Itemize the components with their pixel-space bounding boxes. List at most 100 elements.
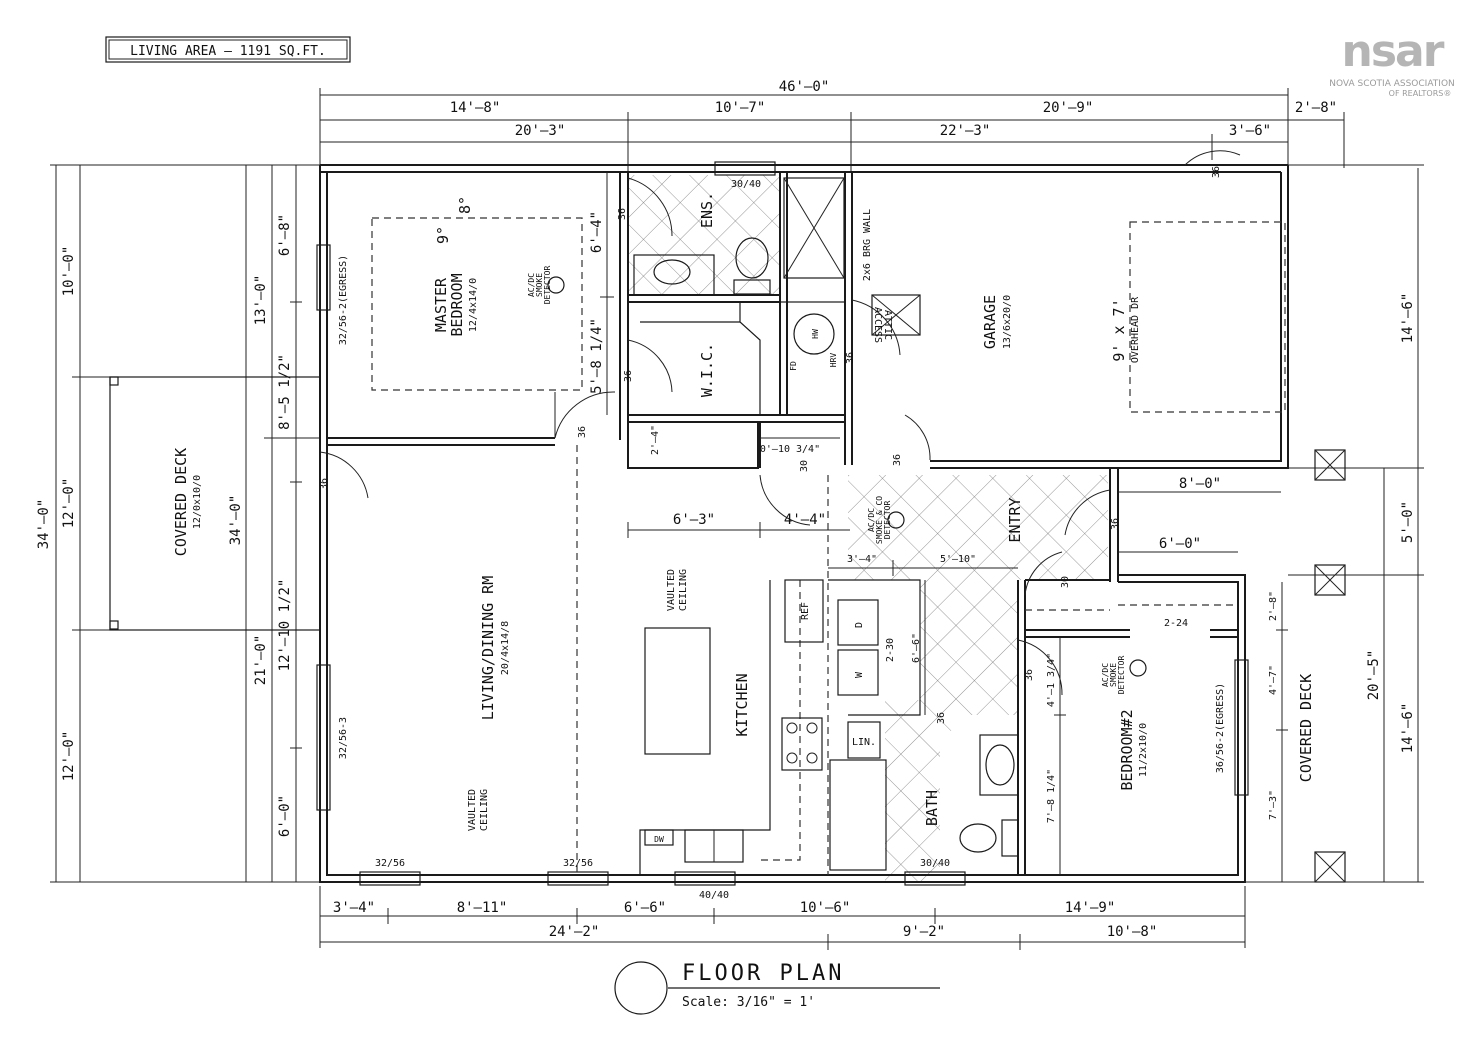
- svg-text:14'–6": 14'–6": [1400, 293, 1416, 344]
- svg-text:6'–6": 6'–6": [624, 900, 666, 916]
- svg-text:FLOOR PLAN: FLOOR PLAN: [682, 961, 844, 986]
- svg-text:2x6 BRG WALL: 2x6 BRG WALL: [862, 209, 873, 281]
- svg-text:34'–0": 34'–0": [228, 495, 244, 546]
- svg-text:32/56-2(EGRESS): 32/56-2(EGRESS): [338, 255, 349, 345]
- svg-text:32/56: 32/56: [375, 858, 405, 869]
- svg-text:36: 36: [577, 426, 588, 438]
- svg-text:HRV: HRV: [829, 353, 838, 368]
- svg-text:14'–9": 14'–9": [1065, 900, 1116, 916]
- interior-walls: [327, 172, 1238, 875]
- svg-text:10'–6": 10'–6": [800, 900, 851, 916]
- svg-text:12'–0": 12'–0": [61, 478, 77, 529]
- svg-text:2'–4": 2'–4": [650, 425, 661, 455]
- svg-text:D: D: [854, 622, 865, 628]
- svg-text:2'–8": 2'–8": [1268, 591, 1279, 621]
- svg-text:10'–8": 10'–8": [1107, 924, 1158, 940]
- svg-text:13'–0": 13'–0": [253, 275, 269, 326]
- overhead-door-outline: [1129, 221, 1286, 413]
- svg-text:10'–0": 10'–0": [61, 246, 77, 297]
- svg-text:2-30: 2-30: [885, 638, 896, 662]
- room-labels: MASTER BEDROOM 12/4x14/0 9° 8° ENS. W.I.…: [432, 192, 1315, 844]
- svg-text:VAULTED: VAULTED: [467, 789, 478, 831]
- svg-text:6'–3": 6'–3": [673, 512, 715, 528]
- svg-text:DETECTOR: DETECTOR: [883, 501, 892, 540]
- svg-text:20/4x14/8: 20/4x14/8: [500, 621, 511, 675]
- right-dimensions: 14'–6" 5'–0" 14'–6" 20'–5" 2'–8" 4'–7" 7…: [1245, 164, 1424, 883]
- svg-text:20'–3": 20'–3": [515, 123, 566, 139]
- top-dimensions: 46'–0" 14'–8" 10'–7" 20'–9" 2'–8" 20'–3"…: [319, 79, 1345, 172]
- svg-text:ACCESS: ACCESS: [872, 307, 883, 343]
- entry-bath-floor: [848, 475, 1108, 882]
- plan-title: FLOOR PLAN Scale: 3/16" = 1': [614, 961, 940, 1015]
- svg-text:CEILING: CEILING: [479, 789, 490, 831]
- svg-text:30: 30: [799, 460, 810, 472]
- svg-text:36: 36: [319, 478, 330, 490]
- svg-text:Scale: 3/16" = 1': Scale: 3/16" = 1': [682, 995, 815, 1010]
- svg-text:36/56-2(EGRESS): 36/56-2(EGRESS): [1215, 683, 1226, 773]
- svg-text:VAULTED: VAULTED: [666, 569, 677, 611]
- svg-text:9°: 9°: [434, 226, 452, 244]
- svg-text:AC/DC: AC/DC: [527, 273, 536, 297]
- bed-outline: [371, 217, 583, 391]
- svg-text:COVERED DECK: COVERED DECK: [172, 448, 190, 556]
- svg-text:30/40: 30/40: [731, 179, 761, 190]
- opening-labels: 32/56-2(EGRESS) 32/56-3 32/56 32/56 40/4…: [319, 166, 1226, 901]
- svg-text:32/56: 32/56: [563, 858, 593, 869]
- svg-text:4'–4": 4'–4": [784, 512, 826, 528]
- left-dimensions: 34'–0" 10'–0" 12'–0" 12'–0" 34'–0" 13'–0…: [36, 164, 320, 883]
- svg-text:30: 30: [1060, 576, 1071, 588]
- svg-text:DETECTOR: DETECTOR: [1117, 656, 1126, 695]
- svg-text:5'–10": 5'–10": [940, 554, 976, 565]
- svg-text:20'–5": 20'–5": [1366, 650, 1382, 701]
- svg-text:8'–5 1/2": 8'–5 1/2": [277, 354, 293, 430]
- nsar-logo: nsar NOVA SCOTIA ASSOCIATION OF REALTORS…: [1329, 26, 1455, 98]
- svg-text:30/40: 30/40: [920, 858, 950, 869]
- svg-text:3'–6": 3'–6": [1229, 123, 1271, 139]
- svg-text:40/40: 40/40: [699, 890, 729, 901]
- svg-text:36: 36: [1110, 518, 1121, 530]
- svg-text:34'–0": 34'–0": [36, 499, 52, 550]
- svg-text:36: 36: [845, 352, 856, 364]
- svg-text:2-24: 2-24: [1164, 618, 1188, 629]
- svg-text:OF REALTORS®: OF REALTORS®: [1389, 89, 1452, 98]
- svg-text:8°: 8°: [456, 196, 474, 214]
- svg-text:12/0x10/0: 12/0x10/0: [192, 475, 203, 529]
- svg-text:LIN.: LIN.: [852, 737, 876, 748]
- svg-text:20'–9": 20'–9": [1043, 100, 1094, 116]
- svg-text:0'–10 3/4": 0'–10 3/4": [760, 444, 820, 455]
- svg-text:3'–4": 3'–4": [847, 554, 877, 565]
- svg-text:OVERHEAD DR: OVERHEAD DR: [1130, 296, 1141, 363]
- svg-text:FD: FD: [789, 361, 798, 371]
- svg-text:4'–1 3/4": 4'–1 3/4": [1046, 653, 1057, 707]
- svg-text:7'–3": 7'–3": [1268, 790, 1279, 820]
- svg-text:nsar: nsar: [1342, 26, 1445, 77]
- svg-text:7'–8 1/4": 7'–8 1/4": [1046, 769, 1057, 823]
- svg-text:14'–6": 14'–6": [1400, 703, 1416, 754]
- svg-text:36: 36: [623, 370, 634, 382]
- svg-text:AC/DC: AC/DC: [1101, 663, 1110, 687]
- fixtures: [547, 177, 1346, 883]
- svg-text:6'–4": 6'–4": [589, 211, 605, 253]
- svg-text:SMOKE & CO: SMOKE & CO: [875, 496, 884, 544]
- svg-text:W.I.C.: W.I.C.: [698, 343, 716, 397]
- svg-text:DETECTOR: DETECTOR: [543, 266, 552, 305]
- svg-text:BEDROOM#2: BEDROOM#2: [1118, 709, 1136, 790]
- svg-text:12'–10 1/2": 12'–10 1/2": [277, 579, 293, 672]
- svg-text:GARAGE: GARAGE: [981, 295, 999, 349]
- ensuite-floor: [628, 175, 780, 295]
- svg-text:32/56-3: 32/56-3: [338, 717, 349, 759]
- svg-text:13/6x20/0: 13/6x20/0: [1002, 295, 1013, 349]
- svg-text:CEILING: CEILING: [678, 569, 689, 611]
- svg-text:14'–8": 14'–8": [450, 100, 501, 116]
- bottom-dimensions: 3'–4" 8'–11" 6'–6" 10'–6" 14'–9" 24'–2" …: [319, 886, 1246, 950]
- svg-text:MASTER: MASTER: [432, 277, 450, 332]
- svg-text:8'–11": 8'–11": [457, 900, 508, 916]
- svg-text:COVERED DECK: COVERED DECK: [1297, 674, 1315, 782]
- svg-text:W: W: [854, 671, 865, 678]
- svg-text:ENTRY: ENTRY: [1006, 497, 1024, 542]
- svg-text:11/2x10/0: 11/2x10/0: [1138, 723, 1149, 777]
- svg-text:BEDROOM: BEDROOM: [448, 273, 466, 336]
- svg-text:SMOKE: SMOKE: [535, 273, 544, 297]
- svg-text:8'–0": 8'–0": [1179, 476, 1221, 492]
- svg-text:10'–7": 10'–7": [715, 100, 766, 116]
